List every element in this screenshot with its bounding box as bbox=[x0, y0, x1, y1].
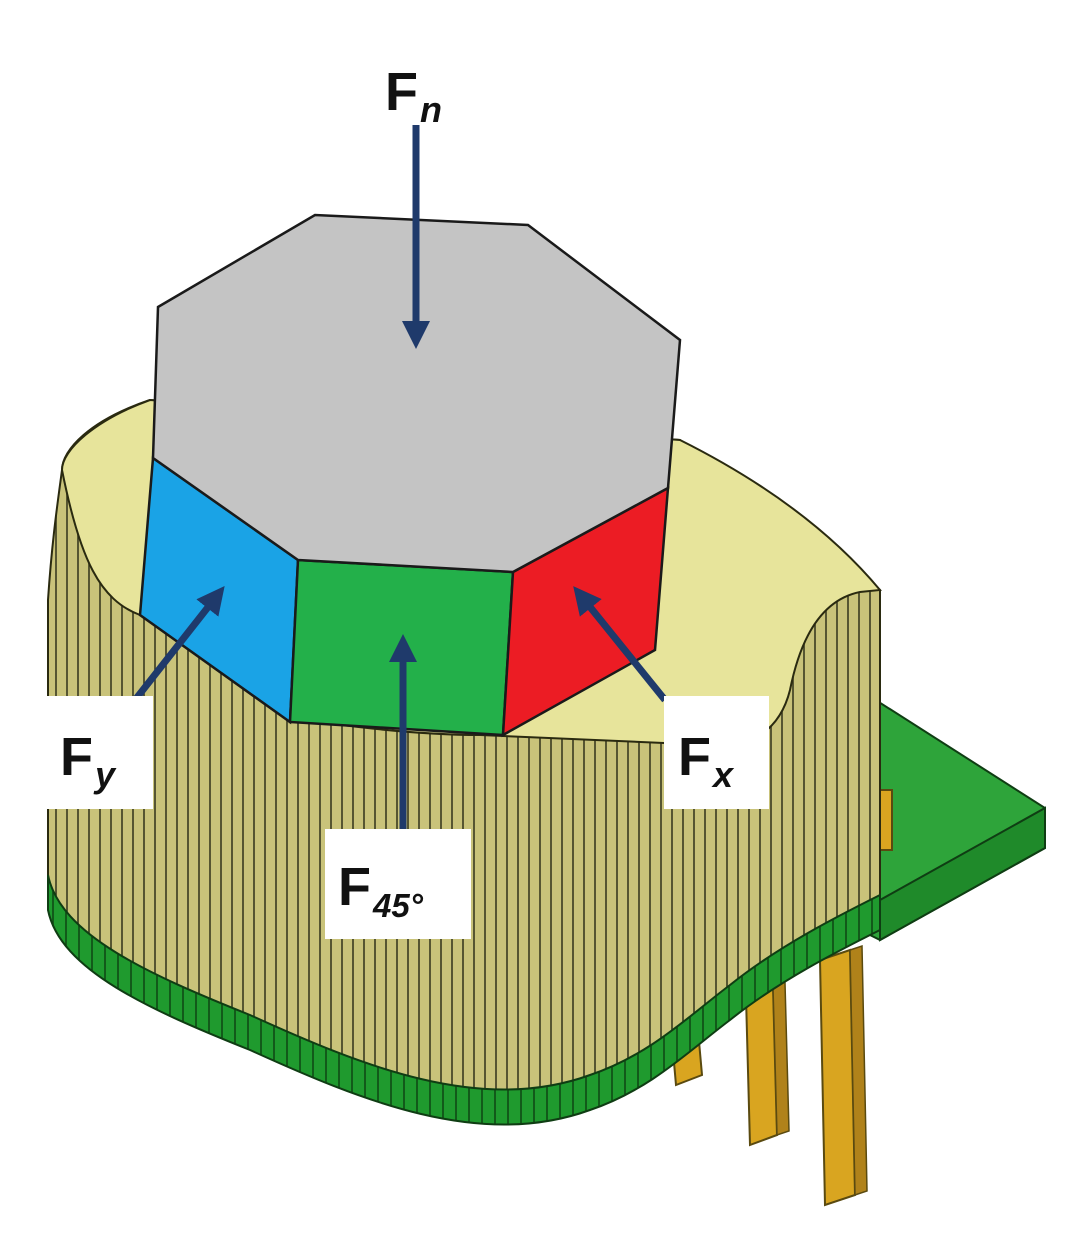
force-arrows bbox=[132, 125, 668, 835]
label-normal-sub: n bbox=[420, 89, 442, 130]
octagonal-cap bbox=[138, 213, 682, 738]
label-x-sub: x bbox=[711, 754, 735, 795]
label-45-main: F bbox=[338, 857, 371, 917]
label-x: Fx bbox=[664, 696, 769, 809]
svg-text:Fn: Fn bbox=[385, 62, 442, 130]
arrow-y bbox=[132, 585, 225, 703]
pcb-board bbox=[859, 688, 1046, 942]
label-normal-main: F bbox=[385, 62, 418, 122]
label-y: Fy bbox=[45, 696, 153, 809]
svg-text:Fx: Fx bbox=[678, 727, 735, 795]
label-x-main: F bbox=[678, 727, 711, 787]
label-y-main: F bbox=[60, 727, 93, 787]
svg-text:F45°: F45° bbox=[338, 857, 424, 924]
cap-top-face bbox=[151, 213, 682, 574]
label-y-sub: y bbox=[93, 754, 117, 795]
arrow-x bbox=[573, 586, 668, 703]
svg-text:Fy: Fy bbox=[60, 727, 117, 795]
label-45: F45° bbox=[325, 829, 471, 939]
label-45-sub: 45° bbox=[372, 887, 424, 924]
label-normal: Fn bbox=[385, 62, 442, 130]
